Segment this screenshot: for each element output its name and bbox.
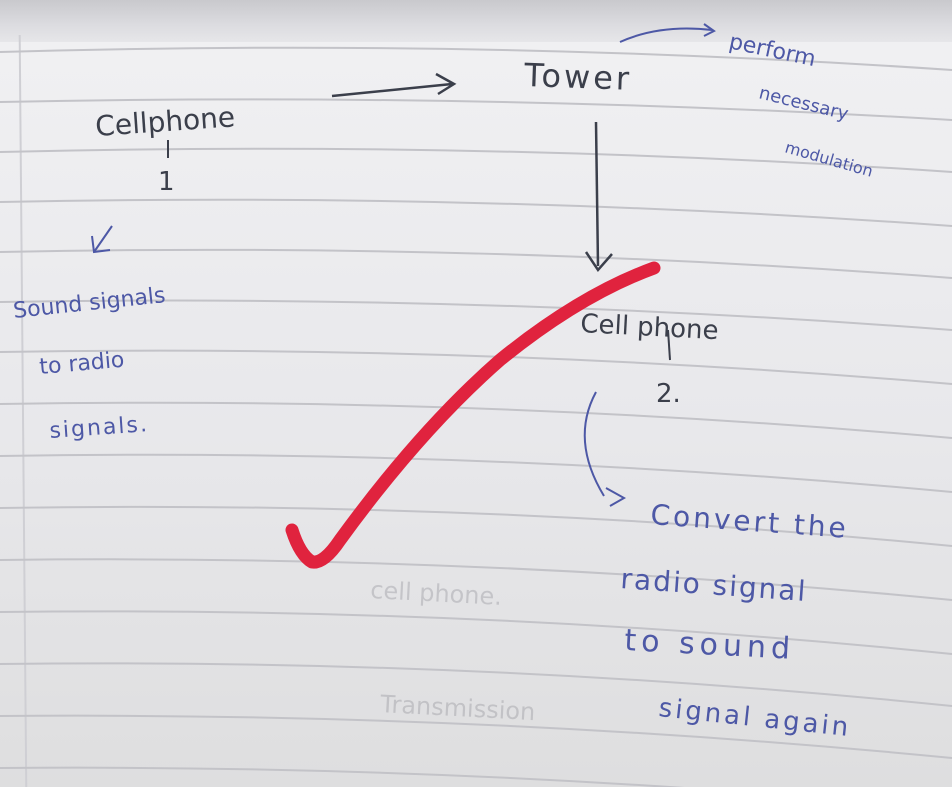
left-note-line-3: signals. bbox=[49, 412, 150, 444]
cellphone-1-number: 1 bbox=[158, 167, 175, 197]
bottom-note-arrow bbox=[583, 391, 627, 507]
left-note-line-1: Sound signals bbox=[12, 283, 167, 324]
bottom-note-line-3: to sound bbox=[624, 623, 796, 667]
cellphone-1-label: Cellphone bbox=[94, 100, 236, 143]
tower-note-line-1: perform bbox=[727, 29, 818, 72]
bottom-note-line-1: Convert the bbox=[650, 498, 850, 545]
check-mark-icon bbox=[285, 261, 661, 569]
ruled-lines bbox=[0, 46, 952, 787]
left-note: Sound signals to radio signals. bbox=[12, 283, 167, 444]
cellphone-2-group: Cell phone 2. bbox=[580, 309, 720, 409]
tower-note-arrow bbox=[619, 23, 716, 43]
faint-print: cell phone. Transmission bbox=[370, 576, 536, 726]
cellphone-2-tick bbox=[667, 329, 671, 361]
arrow-to-tower bbox=[331, 72, 457, 98]
cellphone-2-label: Cell phone bbox=[580, 309, 720, 346]
left-note-arrow bbox=[91, 225, 113, 254]
faint-line-1: cell phone. bbox=[370, 576, 503, 611]
arrow-to-cellphone-2 bbox=[584, 121, 613, 273]
tower-label: Tower bbox=[523, 56, 633, 98]
left-note-line-2: to radio bbox=[38, 348, 125, 380]
tower-note: perform necessary modulation bbox=[727, 29, 875, 180]
tower-note-line-2: necessary bbox=[757, 82, 851, 125]
page-top-edge bbox=[0, 0, 952, 42]
bottom-note-line-2: radio signal bbox=[620, 562, 809, 608]
tower-note-line-3: modulation bbox=[783, 138, 875, 181]
cellphone-2-number: 2. bbox=[656, 379, 681, 409]
bottom-note: Convert the radio signal to sound signal… bbox=[620, 498, 853, 743]
